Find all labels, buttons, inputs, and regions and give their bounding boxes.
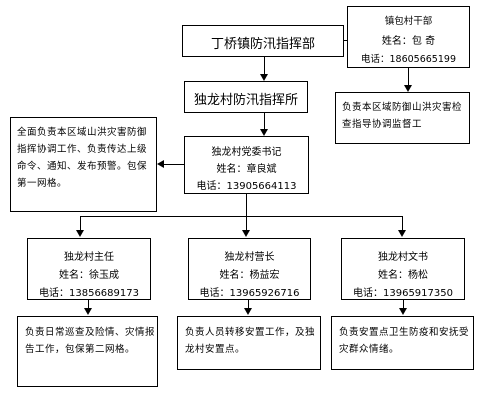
clerk-box: 独龙村文书 姓名：杨松 电话：13965917350 — [341, 238, 465, 300]
clerk-duty-text: 负责安置点卫生防疫和安抚受灾群众情绪。 — [339, 327, 470, 355]
township-hq-title: 丁桥镇防汛指挥部 — [210, 37, 315, 52]
connector-to-group-leader — [246, 216, 247, 230]
township-cadre-phone: 电话：18605665199 — [361, 54, 456, 65]
village-hq-title: 独龙村防汛指挥所 — [193, 93, 298, 108]
director-duty-box: 负责日常巡查及险情、灾情报告工作，包保第二网格。 — [17, 316, 158, 387]
arrow-to-clerk — [398, 230, 406, 237]
connector-director-duty — [88, 300, 89, 308]
township-cadre-name: 姓名：包 奇 — [381, 36, 436, 47]
township-hq-box: 丁桥镇防汛指挥部 — [182, 25, 344, 57]
arrow-director-duty — [84, 308, 92, 315]
connector-secretary-down — [246, 194, 247, 216]
arrow-group-leader-duty — [244, 308, 252, 315]
township-cadre-title: 镇包村干部 — [384, 16, 433, 27]
arrow-clerk-duty — [399, 308, 407, 315]
township-duty-box: 负责本区域防御山洪灾害检查指导协调监督工 — [335, 92, 470, 144]
secretary-box: 独龙村党委书记 姓名：章良斌 电话：13905664113 — [184, 136, 309, 194]
township-duty-text: 负责本区域防御山洪灾害检查指导协调监督工 — [342, 102, 463, 130]
connector-clerk-duty — [403, 300, 404, 308]
connector-hq-village — [264, 57, 265, 74]
secretary-title: 独龙村党委书记 — [211, 147, 282, 158]
connector-secretary-duty — [163, 164, 184, 165]
director-box: 独龙村主任 姓名：徐玉成 电话：13856689173 — [27, 238, 151, 300]
clerk-duty-box: 负责安置点卫生防疫和安抚受灾群众情绪。 — [331, 316, 474, 370]
connector-cadre-duty — [408, 68, 409, 85]
arrow-secretary-duty — [157, 160, 164, 168]
director-phone: 电话：13856689173 — [39, 288, 139, 299]
group-leader-phone: 电话：13965926716 — [199, 288, 300, 299]
village-hq-box: 独龙村防汛指挥所 — [184, 81, 308, 113]
arrow-cadre-duty — [404, 85, 412, 92]
director-name: 姓名：徐玉成 — [59, 270, 119, 281]
group-leader-name: 姓名：杨益宏 — [219, 270, 280, 281]
secretary-name: 姓名：章良斌 — [216, 164, 277, 175]
township-cadre-box: 镇包村干部 姓名：包 奇 电话：18605665199 — [347, 6, 470, 68]
connector-to-director — [80, 216, 81, 230]
group-leader-duty-text: 负责人员转移安置工作，及独龙村安置点。 — [185, 327, 316, 355]
secretary-phone: 电话：13905664113 — [196, 181, 297, 192]
connector-hq-cadre — [344, 40, 347, 41]
connector-horizontal-bus — [80, 216, 403, 217]
arrow-to-group-leader — [242, 230, 250, 237]
director-duty-text: 负责日常巡查及险情、灾情报告工作，包保第二网格。 — [25, 327, 156, 355]
clerk-name: 姓名：杨松 — [378, 270, 428, 281]
arrow-to-director — [76, 230, 84, 237]
connector-village-secretary — [264, 113, 265, 129]
clerk-title: 独龙村文书 — [378, 252, 428, 263]
connector-group-leader-duty — [248, 300, 249, 308]
connector-to-clerk — [402, 216, 403, 230]
group-leader-box: 独龙村营长 姓名：杨益宏 电话：13965926716 — [188, 238, 311, 300]
director-title: 独龙村主任 — [64, 252, 114, 263]
group-leader-title: 独龙村营长 — [224, 252, 275, 263]
secretary-duty-box: 全面负责本区域山洪灾害防御指挥协调工作、负责传达上级命令、通知、发布预警。包保第… — [10, 117, 157, 212]
secretary-duty-text: 全面负责本区域山洪灾害防御指挥协调工作、负责传达上级命令、通知、发布预警。包保第… — [17, 127, 148, 189]
clerk-phone: 电话：13965917350 — [353, 288, 453, 299]
arrow-hq-village — [260, 74, 268, 81]
group-leader-duty-box: 负责人员转移安置工作，及独龙村安置点。 — [177, 316, 321, 370]
arrow-village-secretary — [260, 129, 268, 136]
